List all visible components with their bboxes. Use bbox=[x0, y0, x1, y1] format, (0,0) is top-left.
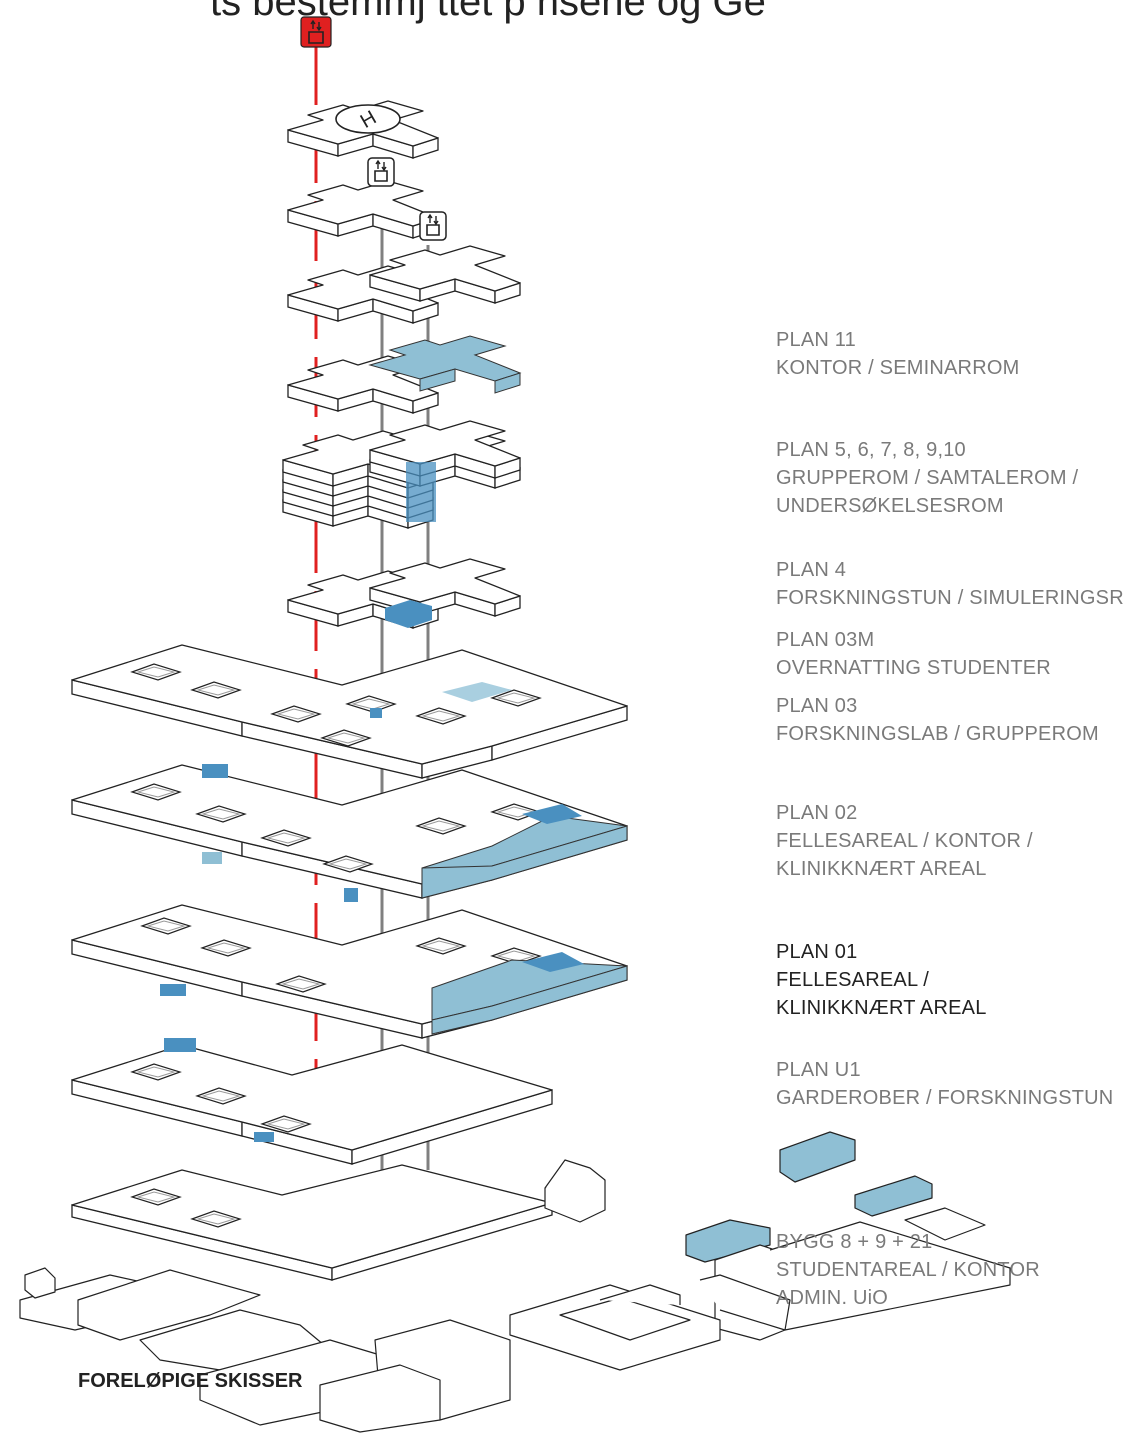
plan-use: ADMIN. UiO bbox=[776, 1287, 888, 1309]
label-plan-4: PLAN 4 FORSKNINGSTUN / SIMULERINGSR bbox=[776, 556, 1134, 612]
floor-plan-02 bbox=[71, 764, 628, 902]
footer-label: FORELØPIGE SKISSER bbox=[78, 1370, 303, 1392]
label-bygg: BYGG 8 + 9 + 21 STUDENTAREAL / KONTOR AD… bbox=[776, 1228, 1040, 1312]
helipad-icon: H bbox=[335, 104, 401, 134]
floor-plan-01 bbox=[71, 904, 628, 1039]
elevator-red-icon bbox=[300, 16, 332, 48]
label-plan-03: PLAN 03 FORSKNINGSLAB / GRUPPEROM bbox=[776, 692, 1099, 748]
elevator-icon bbox=[419, 211, 447, 241]
plan-use: FORSKNINGSTUN / SIMULERINGSR bbox=[776, 587, 1124, 609]
label-plan-11: PLAN 11 KONTOR / SEMINARROM bbox=[776, 326, 1019, 382]
plan-use: GARDEROBER / FORSKNINGSTUN bbox=[776, 1087, 1114, 1109]
campus-block-right bbox=[509, 1274, 791, 1371]
plan-use: OVERNATTING STUDENTER bbox=[776, 657, 1051, 679]
plan-name: PLAN U1 bbox=[776, 1059, 861, 1081]
plan-name: PLAN 11 bbox=[776, 329, 856, 351]
plan-use: FELLESAREAL / bbox=[776, 969, 930, 991]
label-plan-03m: PLAN 03M OVERNATTING STUDENTER bbox=[776, 626, 1051, 682]
plan-name: PLAN 01 bbox=[776, 941, 858, 963]
floor-plan-u1 bbox=[71, 1038, 553, 1165]
campus-block-left bbox=[19, 1267, 511, 1433]
plan-use: KONTOR / SEMINARROM bbox=[776, 357, 1020, 379]
plan-use: FORSKNINGSLAB / GRUPPEROM bbox=[776, 723, 1099, 745]
label-plan-02: PLAN 02 FELLESAREAL / KONTOR / KLINIKKNÆ… bbox=[776, 799, 1033, 883]
plan-name: PLAN 03 bbox=[776, 695, 858, 717]
ground-slab bbox=[71, 1164, 553, 1281]
plan-name: PLAN 4 bbox=[776, 559, 847, 581]
plan-name: PLAN 03M bbox=[776, 629, 875, 651]
elevator-icon bbox=[367, 157, 395, 187]
floor-plan-03 bbox=[71, 644, 628, 779]
label-plan-5-10: PLAN 5, 6, 7, 8, 9,10 GRUPPEROM / SAMTAL… bbox=[776, 436, 1078, 520]
bygg-blue-buildings bbox=[685, 1131, 933, 1263]
plan-use: KLINIKKNÆRT AREAL bbox=[776, 858, 987, 880]
plan-use: GRUPPEROM / SAMTALEROM / bbox=[776, 467, 1079, 489]
plan-name: PLAN 5, 6, 7, 8, 9,10 bbox=[776, 439, 966, 461]
small-house bbox=[544, 1159, 606, 1223]
plan-use: KLINIKKNÆRT AREAL bbox=[776, 997, 987, 1019]
label-plan-u1: PLAN U1 GARDEROBER / FORSKNINGSTUN bbox=[776, 1056, 1113, 1112]
plan-use: FELLESAREAL / KONTOR / bbox=[776, 830, 1033, 852]
plan-use: UNDERSØKELSESROM bbox=[776, 495, 1004, 517]
plan-name: BYGG 8 + 9 + 21 bbox=[776, 1231, 933, 1253]
floor-plan-11-blue bbox=[368, 335, 522, 394]
floor-stack-5-10 bbox=[282, 420, 521, 529]
floor-elevator-1 bbox=[287, 180, 439, 239]
label-plan-01: PLAN 01 FELLESAREAL / KLINIKKNÆRT AREAL bbox=[776, 938, 987, 1022]
plan-name: PLAN 02 bbox=[776, 802, 858, 824]
plan-4-program bbox=[385, 600, 432, 628]
plan-use: STUDENTAREAL / KONTOR bbox=[776, 1259, 1040, 1281]
